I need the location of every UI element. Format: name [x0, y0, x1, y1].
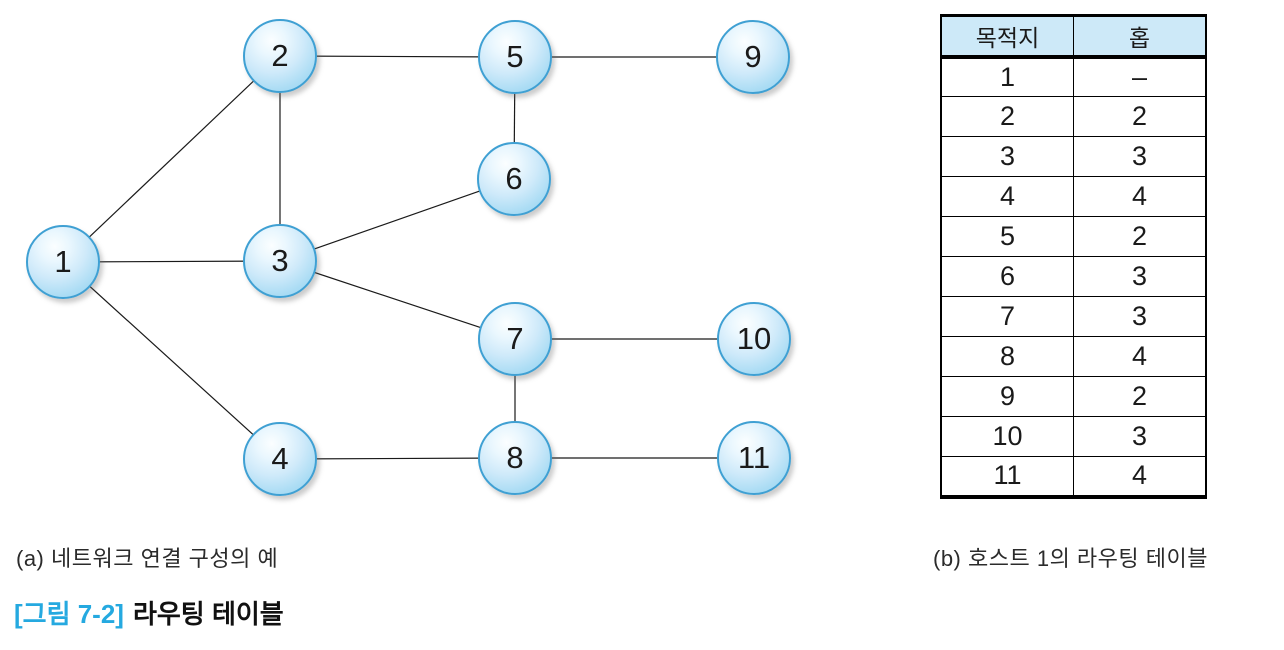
graph-node-11: 11 [717, 421, 791, 495]
graph-node-2: 2 [243, 19, 317, 93]
caption-network-example: (a) 네트워크 연결 구성의 예 [16, 546, 279, 571]
graph-edge-4-8 [279, 457, 516, 460]
hop-cell: 2 [1073, 216, 1207, 257]
figure-number-label: [그림 7-2] [14, 599, 124, 629]
graph-node-5: 5 [478, 20, 552, 94]
column-header-destination: 목적지 [940, 14, 1074, 59]
caption-routing-table: (b) 호스트 1의 라우팅 테이블 [933, 546, 1208, 571]
destination-cell: 2 [940, 96, 1074, 137]
figure-title: 라우팅 테이블 [132, 599, 284, 629]
destination-cell: 5 [940, 216, 1074, 257]
graph-edge-3-6 [279, 178, 515, 262]
graph-edge-1-2 [62, 55, 281, 263]
destination-cell: 3 [940, 136, 1074, 177]
graph-node-7: 7 [478, 302, 552, 376]
destination-cell: 6 [940, 256, 1074, 297]
destination-cell: 11 [940, 456, 1074, 499]
hop-cell: 3 [1073, 416, 1207, 457]
hop-cell: 4 [1073, 336, 1207, 377]
hop-cell: 2 [1073, 376, 1207, 417]
hop-cell: 4 [1073, 176, 1207, 217]
graph-edge-1-4 [62, 261, 281, 460]
graph-node-6: 6 [477, 142, 551, 216]
column-header-hop: 홉 [1073, 14, 1207, 59]
hop-cell: 2 [1073, 96, 1207, 137]
hop-cell: 3 [1073, 256, 1207, 297]
graph-node-4: 4 [243, 422, 317, 496]
destination-cell: 4 [940, 176, 1074, 217]
graph-node-9: 9 [716, 20, 790, 94]
destination-cell: 7 [940, 296, 1074, 337]
hop-cell: 3 [1073, 296, 1207, 337]
graph-node-1: 1 [26, 225, 100, 299]
destination-cell: 1 [940, 56, 1074, 97]
graph-edge-3-7 [279, 260, 516, 340]
hop-cell: 4 [1073, 456, 1207, 499]
table-row-dest-1: 1– [940, 56, 1207, 97]
graph-node-8: 8 [478, 421, 552, 495]
destination-cell: 9 [940, 376, 1074, 417]
graph-node-10: 10 [717, 302, 791, 376]
network-graph: 1 2 3 4 5 6 7 8 9 10 11 [26, 19, 791, 496]
hop-cell: – [1073, 56, 1207, 97]
graph-node-3: 3 [243, 224, 317, 298]
figure-caption: [그림 7-2] 라우팅 테이블 [14, 594, 284, 631]
destination-cell: 8 [940, 336, 1074, 377]
hop-cell: 3 [1073, 136, 1207, 177]
graph-edge-2-5 [279, 55, 516, 58]
network-edges-layer [62, 55, 754, 460]
destination-cell: 10 [940, 416, 1074, 457]
